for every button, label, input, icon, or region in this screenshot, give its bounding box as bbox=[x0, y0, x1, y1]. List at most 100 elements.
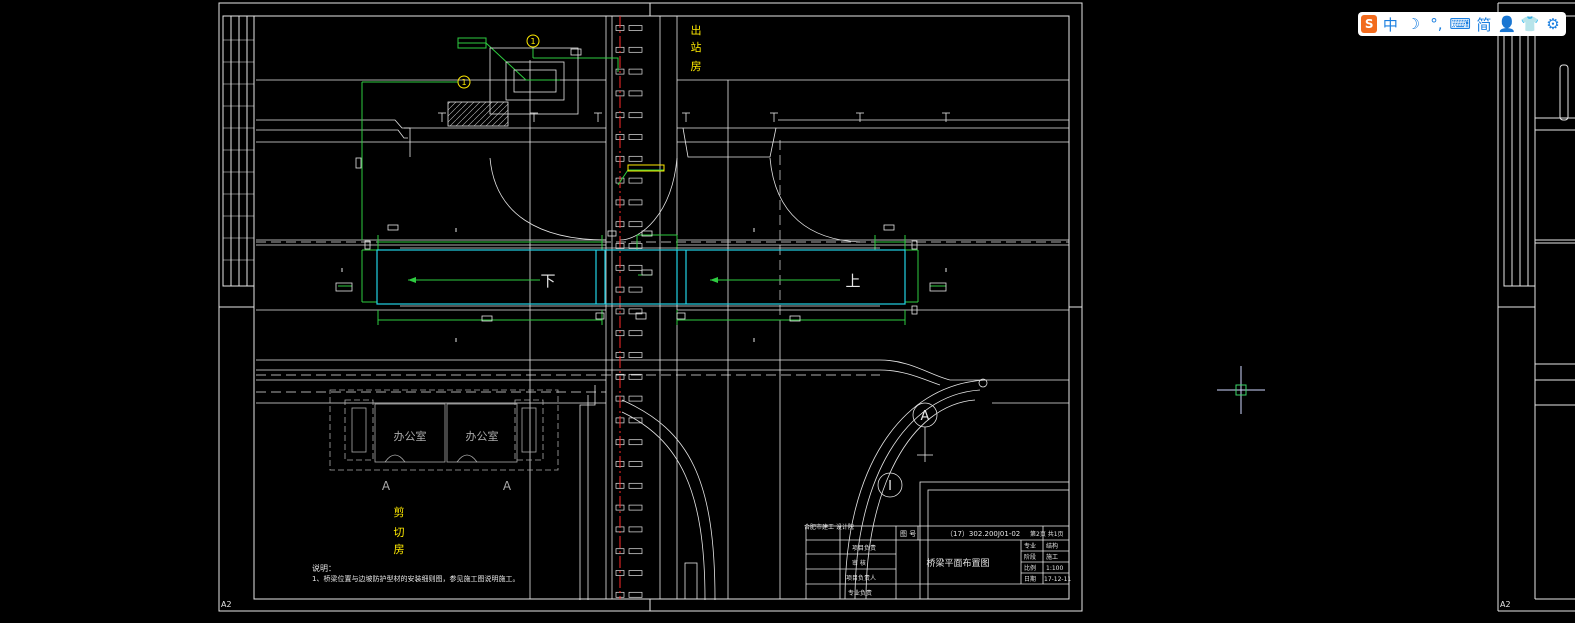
tb-row-left-1: 项目负责 bbox=[852, 544, 876, 552]
callout-1-left: 1 bbox=[461, 78, 466, 87]
ime-punctuation-icon[interactable]: °, bbox=[1430, 15, 1443, 33]
sleeper-plate bbox=[628, 199, 643, 206]
rail-sleepers bbox=[615, 25, 643, 598]
sleeper-plate bbox=[628, 177, 643, 184]
sleeper-plate bbox=[628, 570, 643, 576]
crosshair-cursor bbox=[1217, 366, 1265, 414]
ime-logo-icon[interactable]: S bbox=[1361, 15, 1378, 33]
tb-sheet: 第2页 共1页 bbox=[1030, 530, 1064, 538]
green-leaders bbox=[338, 37, 946, 325]
label-cut-ramp-3: 房 bbox=[394, 543, 405, 556]
road-outlines bbox=[256, 60, 1070, 601]
lamp-posts bbox=[438, 112, 950, 122]
sleeper-plate bbox=[628, 90, 643, 97]
sleeper-plate bbox=[628, 221, 643, 228]
sheet-frame bbox=[218, 2, 1083, 612]
callout-I: I bbox=[888, 479, 892, 494]
dashed-centerlines bbox=[256, 140, 1069, 393]
sleeper-plate bbox=[628, 25, 643, 31]
tb-company: 合肥市建工 设计院 bbox=[804, 523, 854, 531]
callout-circles bbox=[457, 34, 938, 498]
tb-row-right-label-2: 阶段 bbox=[1024, 553, 1036, 561]
small-markers bbox=[341, 228, 947, 342]
ime-simplified-button[interactable]: 简 bbox=[1476, 15, 1492, 34]
sleeper-plate bbox=[628, 461, 643, 467]
rail-track bbox=[605, 16, 678, 599]
tb-drawing-no: （17）302.200J01-02 bbox=[946, 530, 1020, 538]
arrowheads bbox=[408, 277, 718, 283]
label-exit-ramp-1: 出 bbox=[691, 23, 702, 37]
label-cut-ramp-1: 剪 bbox=[394, 505, 405, 519]
section-mark-left: A bbox=[382, 479, 391, 493]
ime-chinese-mode-button[interactable]: 中 bbox=[1382, 15, 1398, 34]
callout-1-top: 1 bbox=[530, 37, 535, 46]
sleeper-plate bbox=[628, 482, 643, 489]
office-buildings bbox=[329, 389, 559, 471]
bridge-deck bbox=[376, 249, 906, 305]
office-left-label: 办公室 bbox=[394, 429, 427, 443]
callout-A: A bbox=[921, 409, 930, 424]
label-up: 上 bbox=[845, 272, 860, 290]
tb-row-right-value-1: 结构 bbox=[1046, 542, 1058, 550]
sleeper-plate bbox=[628, 439, 643, 446]
sleeper-plate bbox=[628, 526, 643, 533]
title-block bbox=[805, 525, 1070, 600]
tags bbox=[335, 48, 947, 322]
control-building bbox=[447, 47, 579, 127]
label-cut-ramp-2: 切 bbox=[394, 526, 405, 539]
yellow-tag bbox=[627, 164, 665, 172]
sleeper-plate bbox=[628, 68, 643, 75]
sleeper-box bbox=[615, 570, 625, 576]
label-exit-ramp-3: 房 bbox=[691, 60, 702, 73]
notes-title: 说明： bbox=[312, 563, 336, 573]
sleeper-plate bbox=[628, 330, 643, 337]
sleeper-plate bbox=[628, 308, 643, 315]
label-exit-ramp-2: 站 bbox=[691, 40, 702, 54]
ime-moon-icon[interactable]: ☽ bbox=[1406, 15, 1421, 33]
sheet-size-label-right: A2 bbox=[1500, 600, 1511, 609]
sleeper-plate bbox=[628, 417, 643, 424]
section-mark-right: A bbox=[503, 479, 512, 493]
label-down: 下 bbox=[540, 272, 555, 290]
sleeper-plate bbox=[628, 286, 643, 293]
sleeper-plate bbox=[628, 46, 643, 53]
sleeper-plate bbox=[628, 243, 643, 249]
revision-column-ticks bbox=[223, 39, 254, 261]
sheet-size-label: A2 bbox=[221, 600, 232, 609]
sleeper-plate bbox=[628, 504, 643, 511]
tb-drawing-no-label: 图 号 bbox=[900, 530, 916, 538]
office-right-label: 办公室 bbox=[466, 429, 499, 443]
tb-row-right-label-1: 专业 bbox=[1024, 542, 1036, 550]
tb-row-right-value-4: 17-12-11 bbox=[1044, 576, 1071, 583]
sleeper-plate bbox=[628, 264, 643, 271]
sleeper-box bbox=[615, 330, 625, 337]
sleeper-box bbox=[615, 308, 625, 315]
ime-settings-icon[interactable]: ⚙ bbox=[1546, 15, 1560, 33]
tb-row-right-value-2: 施工 bbox=[1046, 553, 1058, 561]
sleeper-box bbox=[615, 90, 625, 97]
sleeper-plate bbox=[628, 548, 643, 555]
tb-row-left-2: 审 核 bbox=[852, 559, 866, 567]
sleeper-plate bbox=[628, 134, 643, 140]
tb-drawing-title: 桥梁平面布置图 bbox=[926, 557, 989, 569]
sleeper-plate bbox=[628, 591, 643, 598]
sleeper-box bbox=[615, 68, 625, 75]
tb-row-right-value-3: 1:100 bbox=[1046, 565, 1063, 572]
notes-line-1: 1、桥梁位置与边坡防护型材的安装细则图，参见施工图说明施工。 bbox=[312, 574, 519, 583]
sleeper-plate bbox=[628, 112, 643, 119]
sheet-frame-right bbox=[1497, 2, 1575, 612]
sleeper-box bbox=[615, 548, 625, 555]
ime-keyboard-icon[interactable]: ⌨ bbox=[1449, 15, 1472, 33]
ime-skin-icon[interactable]: 👕 bbox=[1520, 15, 1540, 33]
ime-user-icon[interactable]: 👤 bbox=[1497, 15, 1517, 33]
office-walls bbox=[351, 403, 537, 463]
sleeper-plate bbox=[628, 155, 643, 162]
tb-row-right-label-3: 比例 bbox=[1024, 564, 1036, 572]
bridge-deck-outer bbox=[400, 247, 880, 307]
ime-toolbar: S 中 ☽ °, ⌨ 简 👤 👕 ⚙ bbox=[1358, 12, 1566, 36]
tb-row-left-3: 项目负责人 bbox=[846, 574, 876, 582]
sleeper-plate bbox=[628, 395, 643, 402]
tb-row-left-4: 专业负责 bbox=[848, 589, 872, 597]
sleeper-plate bbox=[628, 352, 643, 358]
